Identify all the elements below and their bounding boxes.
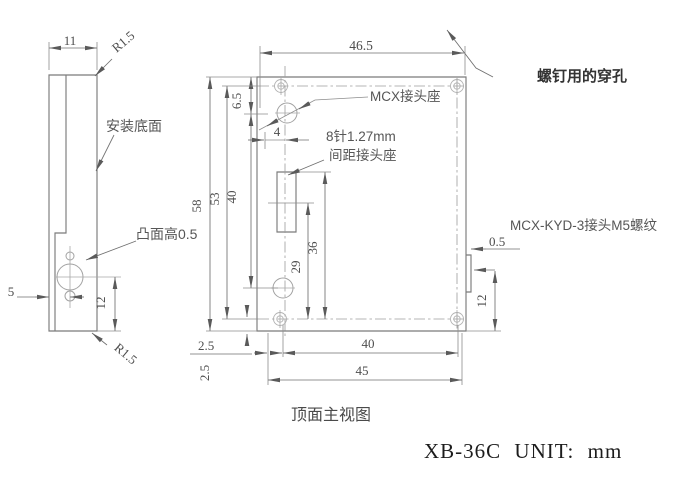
dim-fillet-bottom: R1.5 — [112, 340, 141, 368]
main-view-corner-holes — [273, 77, 464, 328]
view-caption: 顶面主视图 — [291, 406, 371, 424]
dim-corner-offset-h: 2.5 — [198, 338, 214, 353]
dim-corner-offset-v: 2.5 — [197, 365, 212, 381]
dim-fillet-top: R1.5 — [109, 28, 138, 56]
dim-side-width: 11 — [64, 33, 77, 48]
dim-slot-to-bottom-row: 36 — [305, 241, 320, 255]
label-pin-header-line2: 间距接头座 — [329, 147, 397, 163]
dim-hole-to-bottom: 12 — [93, 297, 108, 310]
side-view-dimensions — [17, 42, 137, 346]
dim-bottom-width: 45 — [356, 363, 369, 378]
main-view-outline — [256, 76, 472, 332]
dim-hole-offset: 5 — [8, 284, 15, 299]
main-view-dimensions — [190, 46, 520, 385]
dim-hole-cols: 40 — [362, 336, 375, 351]
dim-mcx-inset: 4 — [274, 124, 281, 139]
label-pin-header-line1: 8针1.27mm — [326, 129, 396, 144]
model-and-unit: XB-36C UNIT: mm — [424, 439, 622, 463]
dim-connector-offset: 12 — [474, 295, 489, 308]
main-view-centerlines — [258, 66, 466, 337]
dim-top-width: 46.5 — [349, 38, 373, 53]
dim-hole-rows: 53 — [207, 193, 222, 206]
dim-mcx-pitch: 40 — [224, 191, 239, 204]
main-view-leaders — [258, 29, 494, 176]
dim-full-height: 58 — [189, 200, 204, 213]
dim-top-to-mcx: 6.5 — [229, 93, 244, 109]
dim-pin-to-bottom-row: 29 — [288, 261, 303, 274]
label-screw-holes: 螺钉用的穿孔 — [537, 67, 627, 85]
label-mcx-socket: MCX接头座 — [370, 88, 441, 104]
label-boss-height: 凸面高0.5 — [136, 226, 198, 242]
label-mounting-surface: 安装底面 — [106, 118, 162, 134]
dim-protrusion: 0.5 — [489, 234, 505, 249]
label-mcx-kyd: MCX-KYD-3接头M5螺纹 — [510, 217, 658, 233]
side-view-boss-hole — [56, 246, 121, 308]
